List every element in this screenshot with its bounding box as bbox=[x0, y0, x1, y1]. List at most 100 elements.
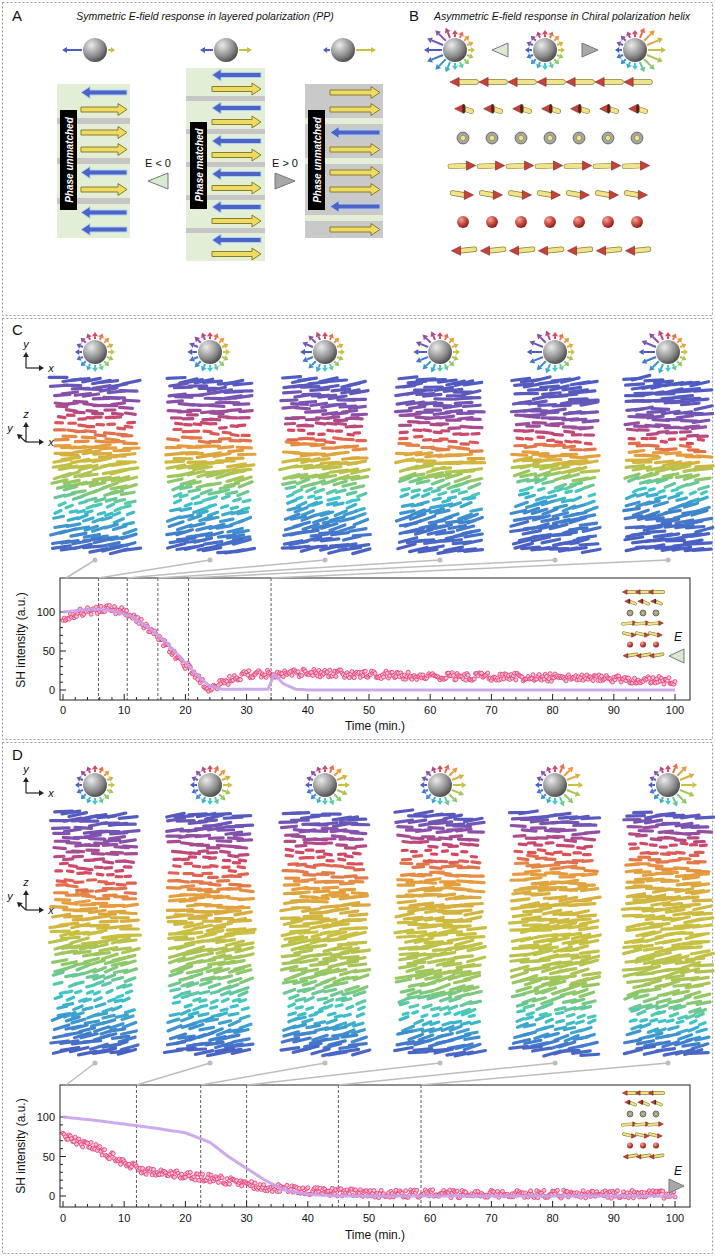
molecule bbox=[461, 503, 471, 507]
arrow-shaft bbox=[677, 361, 679, 363]
arrow-head bbox=[639, 349, 644, 355]
molecule bbox=[125, 501, 135, 503]
arrow-shaft bbox=[222, 346, 225, 347]
molecule bbox=[443, 500, 450, 502]
plot-frame bbox=[60, 578, 690, 700]
molecule bbox=[457, 448, 469, 449]
molecule bbox=[351, 486, 363, 489]
molecule bbox=[528, 389, 546, 390]
molecule bbox=[688, 482, 698, 485]
dipole-shaft bbox=[595, 166, 611, 167]
molecule bbox=[471, 509, 482, 511]
molecule bbox=[692, 427, 705, 429]
dipole-shaft bbox=[450, 166, 466, 167]
arrow-shaft bbox=[680, 346, 683, 347]
arrow-head bbox=[323, 47, 327, 53]
molecule bbox=[559, 394, 577, 395]
arrow-shaft bbox=[464, 39, 466, 41]
molecule bbox=[647, 494, 657, 496]
data-point bbox=[444, 676, 448, 680]
molecule bbox=[239, 482, 252, 487]
molecule bbox=[297, 479, 309, 484]
molecule bbox=[168, 517, 180, 521]
arrow-head bbox=[525, 47, 529, 53]
molecule bbox=[456, 482, 467, 486]
molecule bbox=[681, 403, 699, 405]
arrow-shaft bbox=[564, 361, 566, 363]
dipole-head bbox=[602, 216, 614, 228]
molecule bbox=[570, 461, 588, 462]
arrow-shaft bbox=[673, 364, 674, 367]
dipole-cone bbox=[509, 246, 518, 255]
arrow-head bbox=[424, 47, 429, 53]
arrow-shaft bbox=[640, 62, 642, 68]
molecule bbox=[185, 504, 191, 506]
dipole-shaft bbox=[566, 166, 582, 167]
dipole-end bbox=[460, 135, 465, 140]
dipole-shaft bbox=[569, 193, 581, 195]
dipole-cone bbox=[566, 77, 575, 86]
molecule bbox=[426, 417, 440, 418]
leader-line bbox=[271, 560, 668, 578]
molecule bbox=[659, 491, 664, 493]
arrow-shaft bbox=[421, 344, 428, 347]
arrow-shaft bbox=[460, 62, 461, 65]
molecule bbox=[690, 399, 708, 400]
molecule bbox=[115, 508, 121, 511]
dipole-cone-base bbox=[636, 104, 640, 113]
arrow-shaft bbox=[215, 337, 216, 340]
arrow-shaft bbox=[312, 361, 316, 365]
data-point bbox=[472, 677, 476, 681]
molecule bbox=[332, 452, 348, 454]
molecule bbox=[332, 533, 349, 535]
molecule bbox=[629, 443, 639, 444]
arrow-shaft bbox=[560, 364, 561, 367]
molecule bbox=[470, 442, 477, 443]
axis-arrowhead bbox=[39, 439, 44, 445]
sphere bbox=[428, 340, 452, 364]
arrow-shaft bbox=[89, 364, 90, 367]
molecule bbox=[582, 549, 600, 552]
molecule bbox=[345, 446, 358, 447]
molecule bbox=[452, 490, 459, 492]
molecule bbox=[175, 500, 181, 503]
molecule bbox=[242, 508, 248, 510]
molecule bbox=[649, 489, 654, 490]
molecule bbox=[516, 502, 528, 506]
molecule bbox=[547, 496, 556, 498]
arrow-head bbox=[207, 332, 213, 336]
arrow-shaft bbox=[646, 343, 656, 347]
dipole-cone bbox=[538, 246, 547, 255]
dipole-cone bbox=[464, 190, 473, 199]
molecule bbox=[328, 430, 333, 431]
dipole-head bbox=[573, 216, 585, 228]
molecule bbox=[61, 529, 76, 533]
molecule bbox=[407, 414, 421, 415]
molecule bbox=[294, 490, 302, 493]
arrow-shaft bbox=[464, 59, 466, 61]
arrow-shaft bbox=[647, 40, 658, 45]
molecule bbox=[455, 402, 472, 403]
molecule bbox=[199, 393, 215, 396]
arrow-shaft bbox=[337, 357, 340, 358]
arrow-shaft bbox=[557, 55, 560, 56]
molecule bbox=[517, 438, 523, 439]
molecule bbox=[231, 507, 237, 509]
molecule bbox=[218, 490, 228, 493]
arrow-shaft bbox=[80, 346, 83, 347]
molecule bbox=[674, 544, 692, 546]
arrow-shaft bbox=[449, 341, 451, 343]
arrow-shaft bbox=[644, 59, 651, 66]
molecule bbox=[220, 428, 226, 429]
molecule bbox=[444, 540, 462, 542]
molecule bbox=[424, 489, 431, 491]
molecule bbox=[581, 471, 599, 472]
data-point bbox=[373, 672, 377, 676]
molecule bbox=[512, 454, 527, 455]
arrow-shaft bbox=[439, 34, 446, 41]
molecule bbox=[537, 497, 545, 500]
molecule bbox=[204, 431, 211, 432]
arrow-shaft bbox=[540, 337, 546, 343]
molecule bbox=[511, 529, 529, 531]
molecule bbox=[577, 391, 595, 393]
